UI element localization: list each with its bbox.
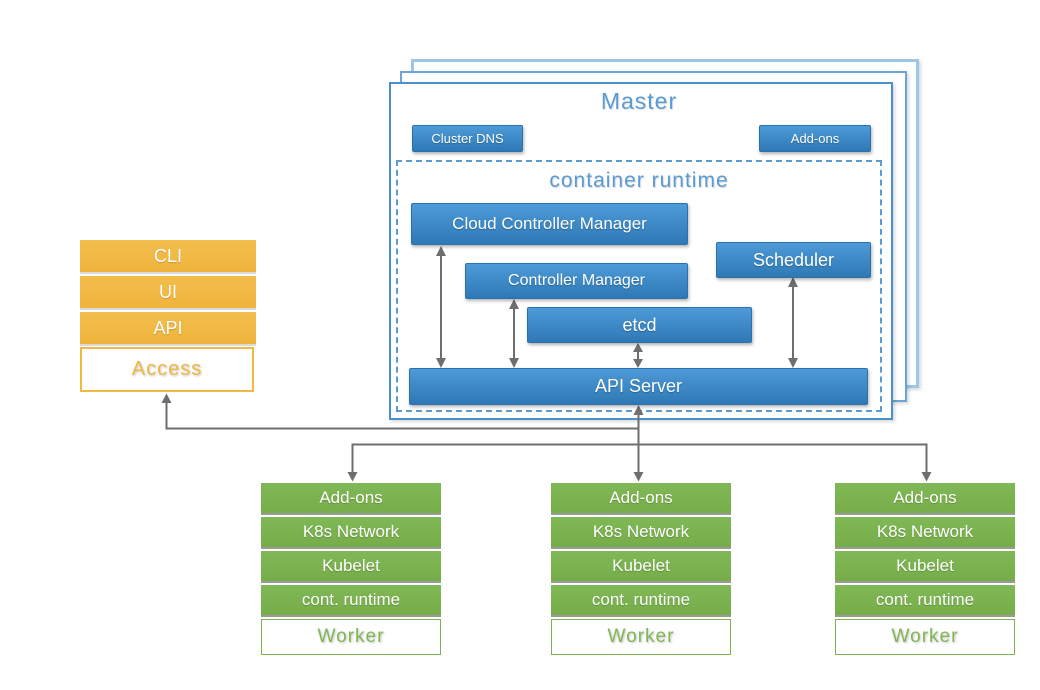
- worker3-label: Worker: [835, 619, 1015, 655]
- worker3-cont-runtime-row: cont. runtime: [835, 585, 1015, 615]
- worker1-cont-runtime-row: cont. runtime: [261, 585, 441, 615]
- worker2-addons-row: Add-ons: [551, 483, 731, 513]
- access-item-cli: CLI: [80, 240, 256, 272]
- api-server-box: API Server: [409, 368, 868, 405]
- controller-manager-box: Controller Manager: [465, 263, 688, 299]
- access-item-ui: UI: [80, 276, 256, 308]
- worker2-kubelet-row: Kubelet: [551, 551, 731, 581]
- worker-node-2: Add-ons K8s Network Kubelet cont. runtim…: [551, 483, 731, 655]
- worker1-addons-row: Add-ons: [261, 483, 441, 513]
- master-addons-box: Add-ons: [759, 125, 871, 152]
- worker-node-1: Add-ons K8s Network Kubelet cont. runtim…: [261, 483, 441, 655]
- cluster-dns-box: Cluster DNS: [412, 125, 523, 152]
- container-runtime-title: container runtime: [549, 169, 729, 192]
- worker3-k8s-network-row: K8s Network: [835, 517, 1015, 547]
- worker3-addons-row: Add-ons: [835, 483, 1015, 513]
- worker-node-3: Add-ons K8s Network Kubelet cont. runtim…: [835, 483, 1015, 655]
- worker1-kubelet-row: Kubelet: [261, 551, 441, 581]
- cloud-controller-manager-box: Cloud Controller Manager: [411, 203, 688, 245]
- worker3-kubelet-row: Kubelet: [835, 551, 1015, 581]
- master-title: Master: [600, 88, 678, 114]
- scheduler-box: Scheduler: [716, 242, 871, 278]
- etcd-box: etcd: [527, 307, 752, 343]
- access-box: Access: [80, 347, 254, 392]
- worker1-label: Worker: [261, 619, 441, 655]
- worker1-k8s-network-row: K8s Network: [261, 517, 441, 547]
- worker2-cont-runtime-row: cont. runtime: [551, 585, 731, 615]
- arrow-apiserver-worker1-worker3: [347, 443, 932, 482]
- worker2-k8s-network-row: K8s Network: [551, 517, 731, 547]
- access-item-api: API: [80, 312, 256, 344]
- worker2-label: Worker: [551, 619, 731, 655]
